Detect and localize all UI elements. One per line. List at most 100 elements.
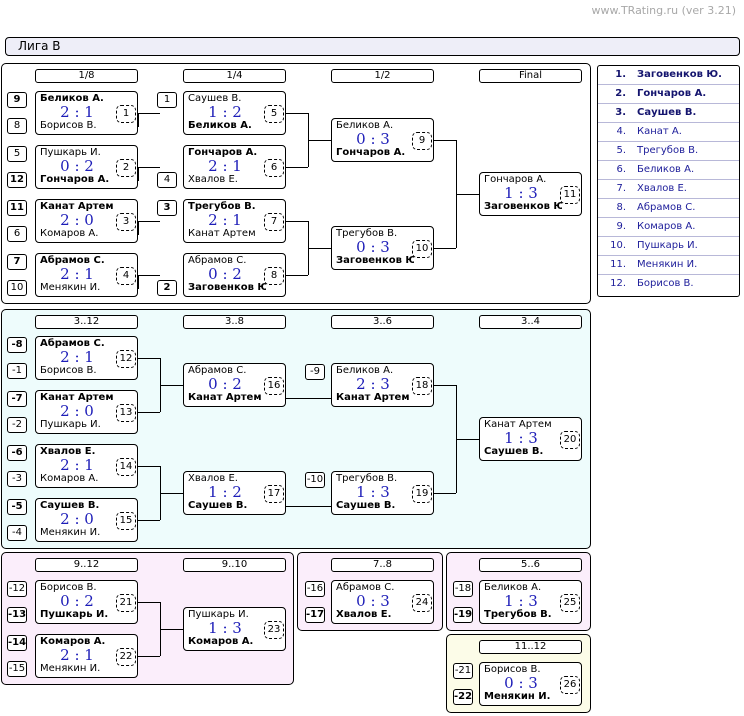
round-header: 3..6 <box>331 315 434 329</box>
match-score: 1 : 3 <box>356 483 390 501</box>
place-number: 2. <box>615 88 626 99</box>
player-bottom: Комаров А. <box>188 636 254 647</box>
match-box[interactable]: Гончаров А. 1 : 3 Заговенков Ю. 11 <box>479 172 582 216</box>
match-box[interactable]: Борисов В. 0 : 3 Менякин И. 26 <box>479 662 582 706</box>
player-name: Абрамов С. <box>637 202 696 213</box>
seed-box: -10 <box>305 472 325 488</box>
player-bottom: Комаров А. <box>40 228 99 239</box>
bracket-connector <box>308 248 332 249</box>
match-score: 0 : 2 <box>208 375 242 393</box>
match-box[interactable]: Абрамов С. 0 : 3 Хвалов Е. 24 <box>331 580 434 624</box>
player-bottom: Хвалов Е. <box>336 609 392 620</box>
bracket-connector <box>456 439 480 440</box>
match-score: 1 : 2 <box>208 483 242 501</box>
match-box[interactable]: Абрамов С. 2 : 1 Борисов В. 12 <box>35 336 138 380</box>
player-top: Канат Артем <box>40 392 114 403</box>
match-score: 0 : 2 <box>208 265 242 283</box>
player-top: Комаров А. <box>40 636 106 647</box>
player-bottom: Саушев В. <box>336 500 396 511</box>
seed-box: 12 <box>7 172 27 188</box>
match-box[interactable]: Саушев В. 2 : 0 Менякин И. 15 <box>35 498 138 542</box>
seed-box: -9 <box>305 364 325 380</box>
player-bottom: Беликов А. <box>188 120 252 131</box>
match-box[interactable]: Хвалов Е. 2 : 1 Комаров А. 14 <box>35 444 138 488</box>
seed-box: -22 <box>453 689 473 705</box>
match-number: 18 <box>412 377 432 395</box>
match-box[interactable]: Канат Артем 2 : 0 Комаров А. 3 <box>35 199 138 243</box>
standings-row[interactable]: 12.Борисов В. <box>598 275 739 294</box>
bracket-connector <box>138 466 160 467</box>
standings-row[interactable]: 10.Пушкарь И. <box>598 237 739 256</box>
place-number: 7. <box>616 183 626 194</box>
player-top: Беликов А. <box>336 365 394 376</box>
match-score: 2 : 1 <box>60 265 94 283</box>
match-number: 3 <box>116 213 136 231</box>
seed-box: 6 <box>7 226 27 242</box>
standings-row[interactable]: 9.Комаров А. <box>598 218 739 237</box>
player-top: Абрамов С. <box>188 365 247 376</box>
match-box[interactable]: Беликов А. 1 : 3 Трегубов В. 25 <box>479 580 582 624</box>
standings-row[interactable]: 1.Заговенков Ю. <box>598 66 739 85</box>
player-name: Гончаров А. <box>637 88 707 99</box>
player-top: Канат Артем <box>484 419 552 430</box>
match-box[interactable]: Трегубов В. 0 : 3 Заговенков Ю. 10 <box>331 226 434 270</box>
match-box[interactable]: Саушев В. 1 : 2 Беликов А. 5 <box>183 91 286 135</box>
match-box[interactable]: Канат Артем 1 : 3 Саушев В. 20 <box>479 417 582 461</box>
bracket-connector <box>138 656 160 657</box>
match-score: 1 : 2 <box>208 103 242 121</box>
match-box[interactable]: Абрамов С. 2 : 1 Менякин И. 4 <box>35 253 138 297</box>
player-bottom: Канат Артем <box>336 392 410 403</box>
standings-row[interactable]: 5.Трегубов В. <box>598 142 739 161</box>
match-score: 0 : 3 <box>356 130 390 148</box>
seed-box: -13 <box>7 607 27 623</box>
standings-row[interactable]: 6.Беликов А. <box>598 161 739 180</box>
match-box[interactable]: Беликов А. 2 : 3 Канат Артем 18 <box>331 363 434 407</box>
player-top: Хвалов Е. <box>188 473 238 484</box>
match-box[interactable]: Канат Артем 2 : 0 Пушкарь И. 13 <box>35 390 138 434</box>
seed-box: 11 <box>7 200 27 216</box>
player-name: Пушкарь И. <box>637 240 698 251</box>
match-box[interactable]: Пушкарь И. 0 : 2 Гончаров А. 2 <box>35 145 138 189</box>
match-number: 14 <box>116 458 136 476</box>
seed-box: 4 <box>157 172 177 188</box>
standings-row[interactable]: 2. Гончаров А. <box>598 85 739 104</box>
match-box[interactable]: Абрамов С. 0 : 2 Канат Артем 16 <box>183 363 286 407</box>
seed-box: -5 <box>7 499 27 515</box>
match-box[interactable]: Трегубов В. 1 : 3 Саушев В. 19 <box>331 471 434 515</box>
standings-row[interactable]: 4.Канат А. <box>598 123 739 142</box>
bracket-connector <box>138 358 160 359</box>
player-bottom: Хвалов Е. <box>188 174 238 185</box>
match-box[interactable]: Абрамов С. 0 : 2 Заговенков Ю. 8 <box>183 253 286 297</box>
match-score: 0 : 3 <box>356 592 390 610</box>
bracket-connector <box>160 385 184 386</box>
seed-box: -19 <box>453 607 473 623</box>
match-box[interactable]: Борисов В. 0 : 2 Пушкарь И. 21 <box>35 580 138 624</box>
match-box[interactable]: Гончаров А. 2 : 1 Хвалов Е. 6 <box>183 145 286 189</box>
round-header: 3..4 <box>479 315 582 329</box>
seed-box: -1 <box>7 363 27 379</box>
bracket-connector <box>138 275 139 289</box>
bracket-connector <box>434 248 456 249</box>
bracket-connector <box>286 221 308 222</box>
bracket-connector <box>138 275 160 276</box>
standings-row[interactable]: 7.Хвалов Е. <box>598 180 739 199</box>
player-top: Борисов В. <box>484 664 541 675</box>
match-box[interactable]: Беликов А. 0 : 3 Гончаров А. 9 <box>331 118 434 162</box>
standings-row[interactable]: 8.Абрамов С. <box>598 199 739 218</box>
match-box[interactable]: Пушкарь И. 1 : 3 Комаров А. 23 <box>183 607 286 651</box>
site-credit: www.TRating.ru (ver 3.21) <box>591 4 736 17</box>
match-number: 5 <box>264 105 284 123</box>
player-top: Абрамов С. <box>336 582 395 593</box>
match-score: 0 : 2 <box>60 592 94 610</box>
player-bottom: Менякин И. <box>40 663 101 674</box>
seed-box: 8 <box>7 118 27 134</box>
player-top: Пушкарь И. <box>40 147 101 158</box>
match-score: 0 : 3 <box>504 674 538 692</box>
match-box[interactable]: Комаров А. 2 : 1 Менякин И. 22 <box>35 634 138 678</box>
match-box[interactable]: Хвалов Е. 1 : 2 Саушев В. 17 <box>183 471 286 515</box>
match-box[interactable]: Беликов А. 2 : 1 Борисов В. 1 <box>35 91 138 135</box>
player-bottom: Заговенков Ю. <box>484 201 562 212</box>
match-box[interactable]: Трегубов В. 2 : 1 Канат Артем 7 <box>183 199 286 243</box>
standings-row[interactable]: 11.Менякин И. <box>598 256 739 275</box>
standings-row[interactable]: 3.Саушев В. <box>598 104 739 123</box>
